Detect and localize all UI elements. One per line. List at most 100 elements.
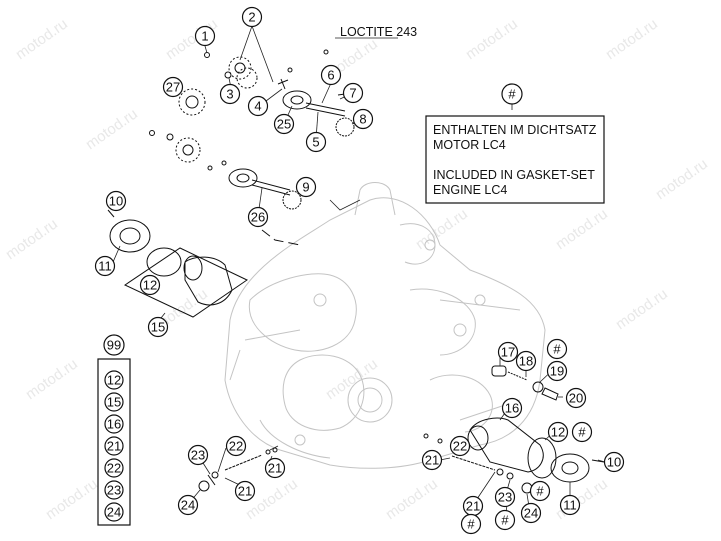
- kit-item: 12: [104, 370, 124, 390]
- callout-circle: [565, 387, 587, 409]
- kit-header-label: 99: [107, 338, 121, 353]
- callout-label: #: [467, 517, 475, 532]
- watermark-text: motod.ru: [323, 355, 381, 403]
- callout-circle: [225, 435, 247, 457]
- watermark-text: motod.ru: [653, 155, 711, 203]
- kit-item-label: 15: [107, 395, 121, 410]
- callout-c17: 17: [497, 341, 519, 363]
- callout-circle: [177, 494, 199, 516]
- callout-label: 23: [498, 490, 512, 505]
- callout-circle: [273, 113, 295, 135]
- loctite-label: LOCTITE 243: [340, 25, 417, 39]
- callout-label: 24: [524, 506, 538, 521]
- callout-cH3: #: [494, 509, 516, 531]
- kit-item: 22: [104, 458, 124, 478]
- callout-circle: [529, 480, 551, 502]
- callout-c3: 3: [219, 83, 241, 105]
- kit-item-label: 16: [107, 417, 121, 432]
- callout-circle: [320, 64, 342, 86]
- callout-label: 27: [166, 80, 180, 95]
- callout-label: 10: [109, 194, 123, 209]
- kit-item-label: 24: [107, 505, 121, 520]
- callout-label: 11: [98, 259, 112, 274]
- kit-item-circle: [104, 392, 124, 412]
- callout-circle: [264, 457, 286, 479]
- callout-circle: [460, 513, 482, 535]
- callout-c21b: 21: [462, 495, 484, 517]
- callout-circle: [234, 480, 256, 502]
- callout-circle: [241, 6, 263, 28]
- kit-list: 99 12 15 16 21 22 23 24: [97, 334, 131, 526]
- kit-item: 16: [104, 414, 124, 434]
- callout-c12bh: #: [571, 421, 593, 443]
- callout-label: 15: [151, 320, 165, 335]
- note-callout-label: #: [508, 87, 516, 102]
- kit-item-circle: [104, 436, 124, 456]
- callout-circle: [105, 190, 127, 212]
- callout-c2: 2: [241, 6, 263, 28]
- callout-circle: [497, 341, 519, 363]
- callout-circle: [546, 338, 568, 360]
- callout-c24a: 24: [177, 494, 199, 516]
- note-callout-circle: [501, 83, 523, 105]
- callout-c26: 26: [247, 206, 269, 228]
- callout-label: 24: [181, 498, 195, 513]
- callout-c23b: 23: [494, 486, 516, 508]
- kit-item-label: 23: [107, 483, 121, 498]
- callout-c18: 18: [515, 350, 537, 372]
- kit-item: 15: [104, 392, 124, 412]
- kit-item: 21: [104, 436, 124, 456]
- oil-pump-assembly-lower-right: [198, 365, 605, 494]
- callout-circle: [515, 350, 537, 372]
- kit-items: 12 15 16 21 22 23 24: [104, 370, 124, 522]
- watermark-text: motod.ru: [603, 15, 661, 63]
- watermark-text: motod.ru: [553, 475, 611, 523]
- callout-c6: 6: [320, 64, 342, 86]
- kit-item-label: 21: [107, 439, 121, 454]
- callout-label: 21: [268, 461, 282, 476]
- callout-c22a: 22: [225, 435, 247, 457]
- callout-label: 11: [563, 498, 577, 513]
- callout-cH2: #: [460, 513, 482, 535]
- callout-c20: 20: [565, 387, 587, 409]
- callout-circle: [449, 435, 471, 457]
- kit-item-circle: [104, 414, 124, 434]
- callout-circle: [352, 108, 374, 130]
- callout-label: #: [553, 342, 561, 357]
- callout-circle: [494, 509, 516, 531]
- callout-circle: [247, 95, 269, 117]
- callout-c10b: 10: [603, 451, 625, 473]
- kit-item-circle: [104, 370, 124, 390]
- callout-c21d: 21: [234, 480, 256, 502]
- oil-pump-assembly-upper: [107, 49, 361, 318]
- kit-item-circle: [104, 502, 124, 522]
- note-line: ENTHALTEN IM DICHTSATZ: [433, 123, 597, 137]
- callout-circle: [421, 449, 443, 471]
- callout-label: 22: [229, 439, 243, 454]
- watermark-text: motod.ru: [13, 15, 71, 63]
- note-line: INCLUDED IN GASKET-SET: [433, 168, 595, 182]
- callout-circle: [494, 486, 516, 508]
- callout-c9: 9: [295, 176, 317, 198]
- callout-label: 19: [550, 364, 564, 379]
- callout-label: 8: [359, 112, 366, 127]
- watermark-text: motod.ru: [613, 285, 671, 333]
- kit-item-label: 12: [107, 373, 121, 388]
- callout-label: 10: [607, 455, 621, 470]
- callout-c25: 25: [273, 113, 295, 135]
- gasket-set-note: # ENTHALTEN IM DICHTSATZ MOTOR LC4 INCLU…: [425, 83, 605, 204]
- callout-label: 6: [327, 68, 334, 83]
- callout-c11b: 11: [559, 494, 581, 516]
- callout-c15: 15: [147, 316, 169, 338]
- callout-c21a: 21: [421, 449, 443, 471]
- callout-label: 17: [501, 345, 515, 360]
- callout-label: 12: [143, 278, 157, 293]
- callout-circle: [94, 255, 116, 277]
- callout-c7: 7: [342, 82, 364, 104]
- callout-cH1: #: [529, 480, 551, 502]
- callout-circle: [571, 421, 593, 443]
- callout-layer: 123456789101112152526271718#19201612#101…: [94, 6, 625, 535]
- callout-label: 16: [505, 401, 519, 416]
- callout-label: 1: [201, 29, 208, 44]
- callout-circle: [147, 316, 169, 338]
